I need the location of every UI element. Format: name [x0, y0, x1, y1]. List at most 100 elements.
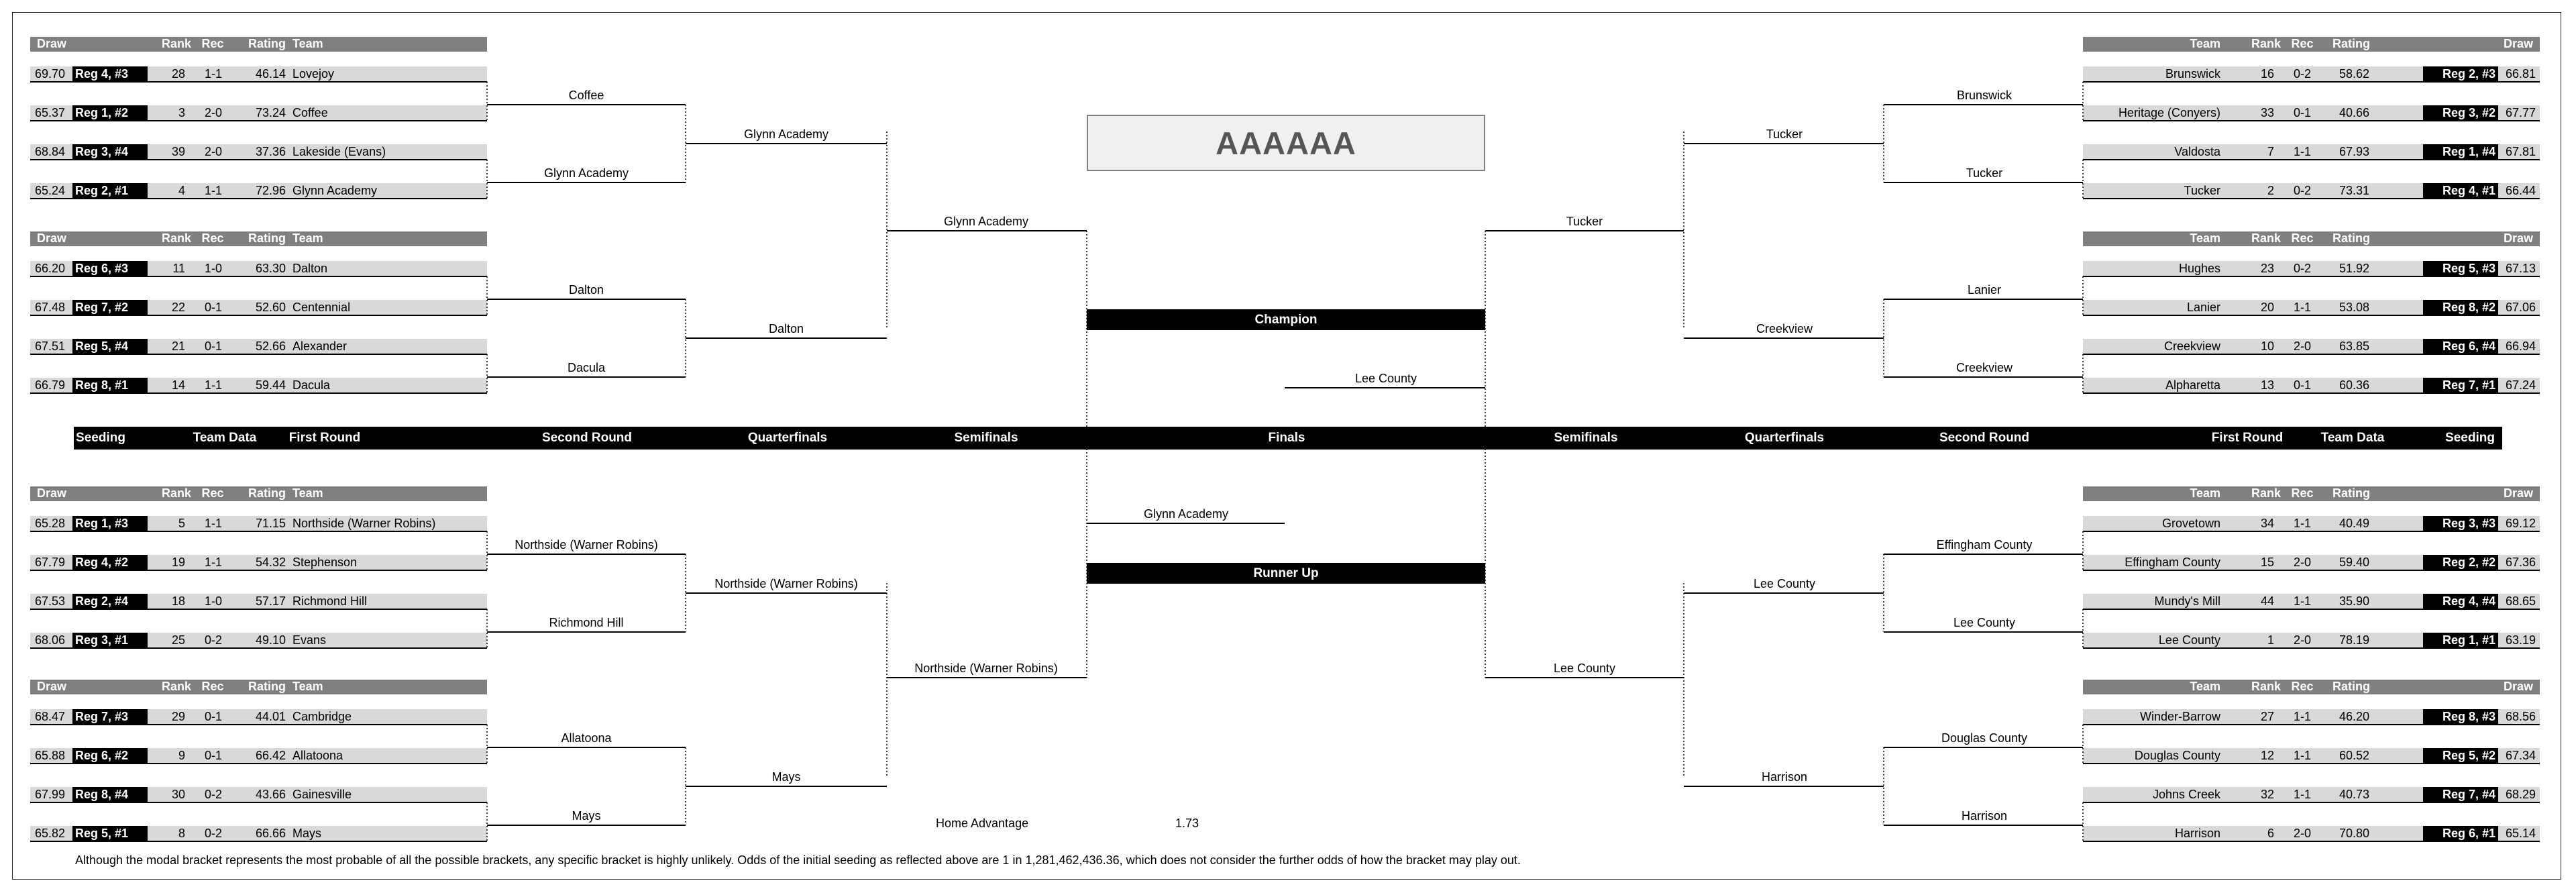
team-name: Hughes — [2179, 262, 2220, 275]
draw-value: 66.20 — [35, 262, 65, 275]
sf-winner: Tucker — [1566, 215, 1603, 228]
rec-header: Rec — [201, 486, 223, 500]
seed-cell — [2423, 709, 2498, 725]
rec-value: 0-1 — [205, 301, 222, 314]
table-header — [30, 680, 487, 694]
team-name: Brunswick — [2165, 67, 2221, 81]
rec-value: 1-1 — [2294, 301, 2311, 314]
seed-value: Reg 7, #1 — [2443, 378, 2496, 392]
team-name: Douglas County — [2135, 749, 2220, 762]
home-advantage-value: 1.73 — [1175, 817, 1199, 830]
footnote: Although the modal bracket represents th… — [75, 853, 1521, 867]
seed-value: Reg 5, #2 — [2443, 749, 2496, 762]
draw-value: 67.79 — [35, 556, 65, 569]
draw-header: Draw — [37, 486, 67, 500]
table-header — [30, 231, 487, 246]
rating-value: 40.66 — [2339, 106, 2369, 119]
rank-header: Rank — [162, 37, 192, 50]
rank-value: 15 — [2261, 556, 2274, 569]
draw-value: 65.82 — [35, 827, 65, 840]
draw-header: Draw — [2504, 37, 2534, 50]
seed-value: Reg 4, #1 — [2443, 184, 2496, 197]
rank-value: 27 — [2261, 710, 2274, 723]
rank-value: 34 — [2261, 517, 2274, 530]
team-header: Team — [2190, 37, 2220, 50]
rank-value: 6 — [2267, 827, 2274, 840]
rec-header: Rec — [201, 680, 223, 693]
seed-value: Reg 3, #3 — [2443, 517, 2496, 530]
rec-value: 2-0 — [2294, 633, 2311, 647]
rank-value: 9 — [178, 749, 185, 762]
rank-value: 25 — [172, 633, 185, 647]
rank-value: 32 — [2261, 788, 2274, 801]
rank-value: 13 — [2261, 378, 2274, 392]
rating-value: 58.62 — [2339, 67, 2369, 81]
team-name: Allatoona — [292, 749, 343, 762]
seed-cell — [72, 516, 148, 531]
rating-header: Rating — [248, 680, 286, 693]
draw-value: 66.81 — [2506, 67, 2536, 81]
finalist: Lee County — [1355, 372, 1417, 385]
team-name: Creekview — [2164, 339, 2221, 353]
rec-value: 2-0 — [2294, 339, 2311, 353]
team-name: Alpharetta — [2165, 378, 2221, 392]
round-label: Second Round — [541, 431, 633, 445]
seed-cell — [72, 787, 148, 802]
draw-value: 66.44 — [2506, 184, 2536, 197]
draw-header: Draw — [2504, 680, 2534, 693]
seed-value: Reg 1, #4 — [2443, 145, 2496, 158]
draw-value: 68.29 — [2506, 788, 2536, 801]
round-label: Second Round — [1939, 431, 2030, 445]
qf-winner: Mays — [771, 770, 800, 784]
seed-value: Reg 4, #2 — [75, 556, 128, 569]
bracket-title: AAAAAA — [1087, 115, 1485, 171]
seed-value: Reg 8, #2 — [2443, 301, 2496, 314]
qf-winner: Lee County — [1754, 577, 1815, 590]
team-header: Team — [292, 37, 323, 50]
draw-header: Draw — [2504, 231, 2534, 245]
round-label: Semifinals — [1554, 431, 1618, 445]
rec-value: 2-0 — [205, 145, 222, 158]
r2-winner: Coffee — [569, 89, 604, 102]
draw-value: 67.06 — [2506, 301, 2536, 314]
rank-value: 14 — [172, 378, 185, 392]
draw-value: 69.70 — [35, 67, 65, 81]
team-header: Team — [2190, 231, 2220, 245]
seed-cell — [72, 709, 148, 725]
rec-value: 0-2 — [2294, 184, 2311, 197]
round-label: Semifinals — [954, 431, 1018, 445]
rating-value: 73.24 — [256, 106, 286, 119]
rank-header: Rank — [2251, 680, 2282, 693]
r2-winner: Glynn Academy — [544, 166, 629, 180]
rank-value: 22 — [172, 301, 185, 314]
draw-value: 65.28 — [35, 517, 65, 530]
rec-value: 0-1 — [205, 749, 222, 762]
rank-value: 20 — [2261, 301, 2274, 314]
seed-cell — [72, 183, 148, 199]
rating-value: 35.90 — [2339, 594, 2369, 608]
seed-cell — [2423, 516, 2498, 531]
draw-value: 68.06 — [35, 633, 65, 647]
table-header — [30, 37, 487, 52]
rec-value: 0-2 — [205, 788, 222, 801]
qf-winner: Harrison — [1762, 770, 1807, 784]
seed-cell — [2423, 300, 2498, 315]
seed-cell — [72, 261, 148, 276]
seed-cell — [2423, 633, 2498, 648]
seed-cell — [72, 105, 148, 121]
rec-value: 1-0 — [205, 594, 222, 608]
seed-value: Reg 1, #1 — [2443, 633, 2496, 647]
rating-value: 72.96 — [256, 184, 286, 197]
r2-winner: Allatoona — [561, 731, 612, 745]
seed-value: Reg 8, #1 — [75, 378, 128, 392]
seed-cell — [2423, 594, 2498, 609]
rec-value: 1-1 — [2294, 594, 2311, 608]
rec-header: Rec — [2291, 231, 2313, 245]
draw-value: 66.79 — [35, 378, 65, 392]
rating-value: 78.19 — [2339, 633, 2369, 647]
draw-value: 67.48 — [35, 301, 65, 314]
draw-header: Draw — [37, 231, 67, 245]
team-header: Team — [2190, 680, 2220, 693]
round-label: Quarterfinals — [747, 431, 828, 445]
draw-value: 67.13 — [2506, 262, 2536, 275]
